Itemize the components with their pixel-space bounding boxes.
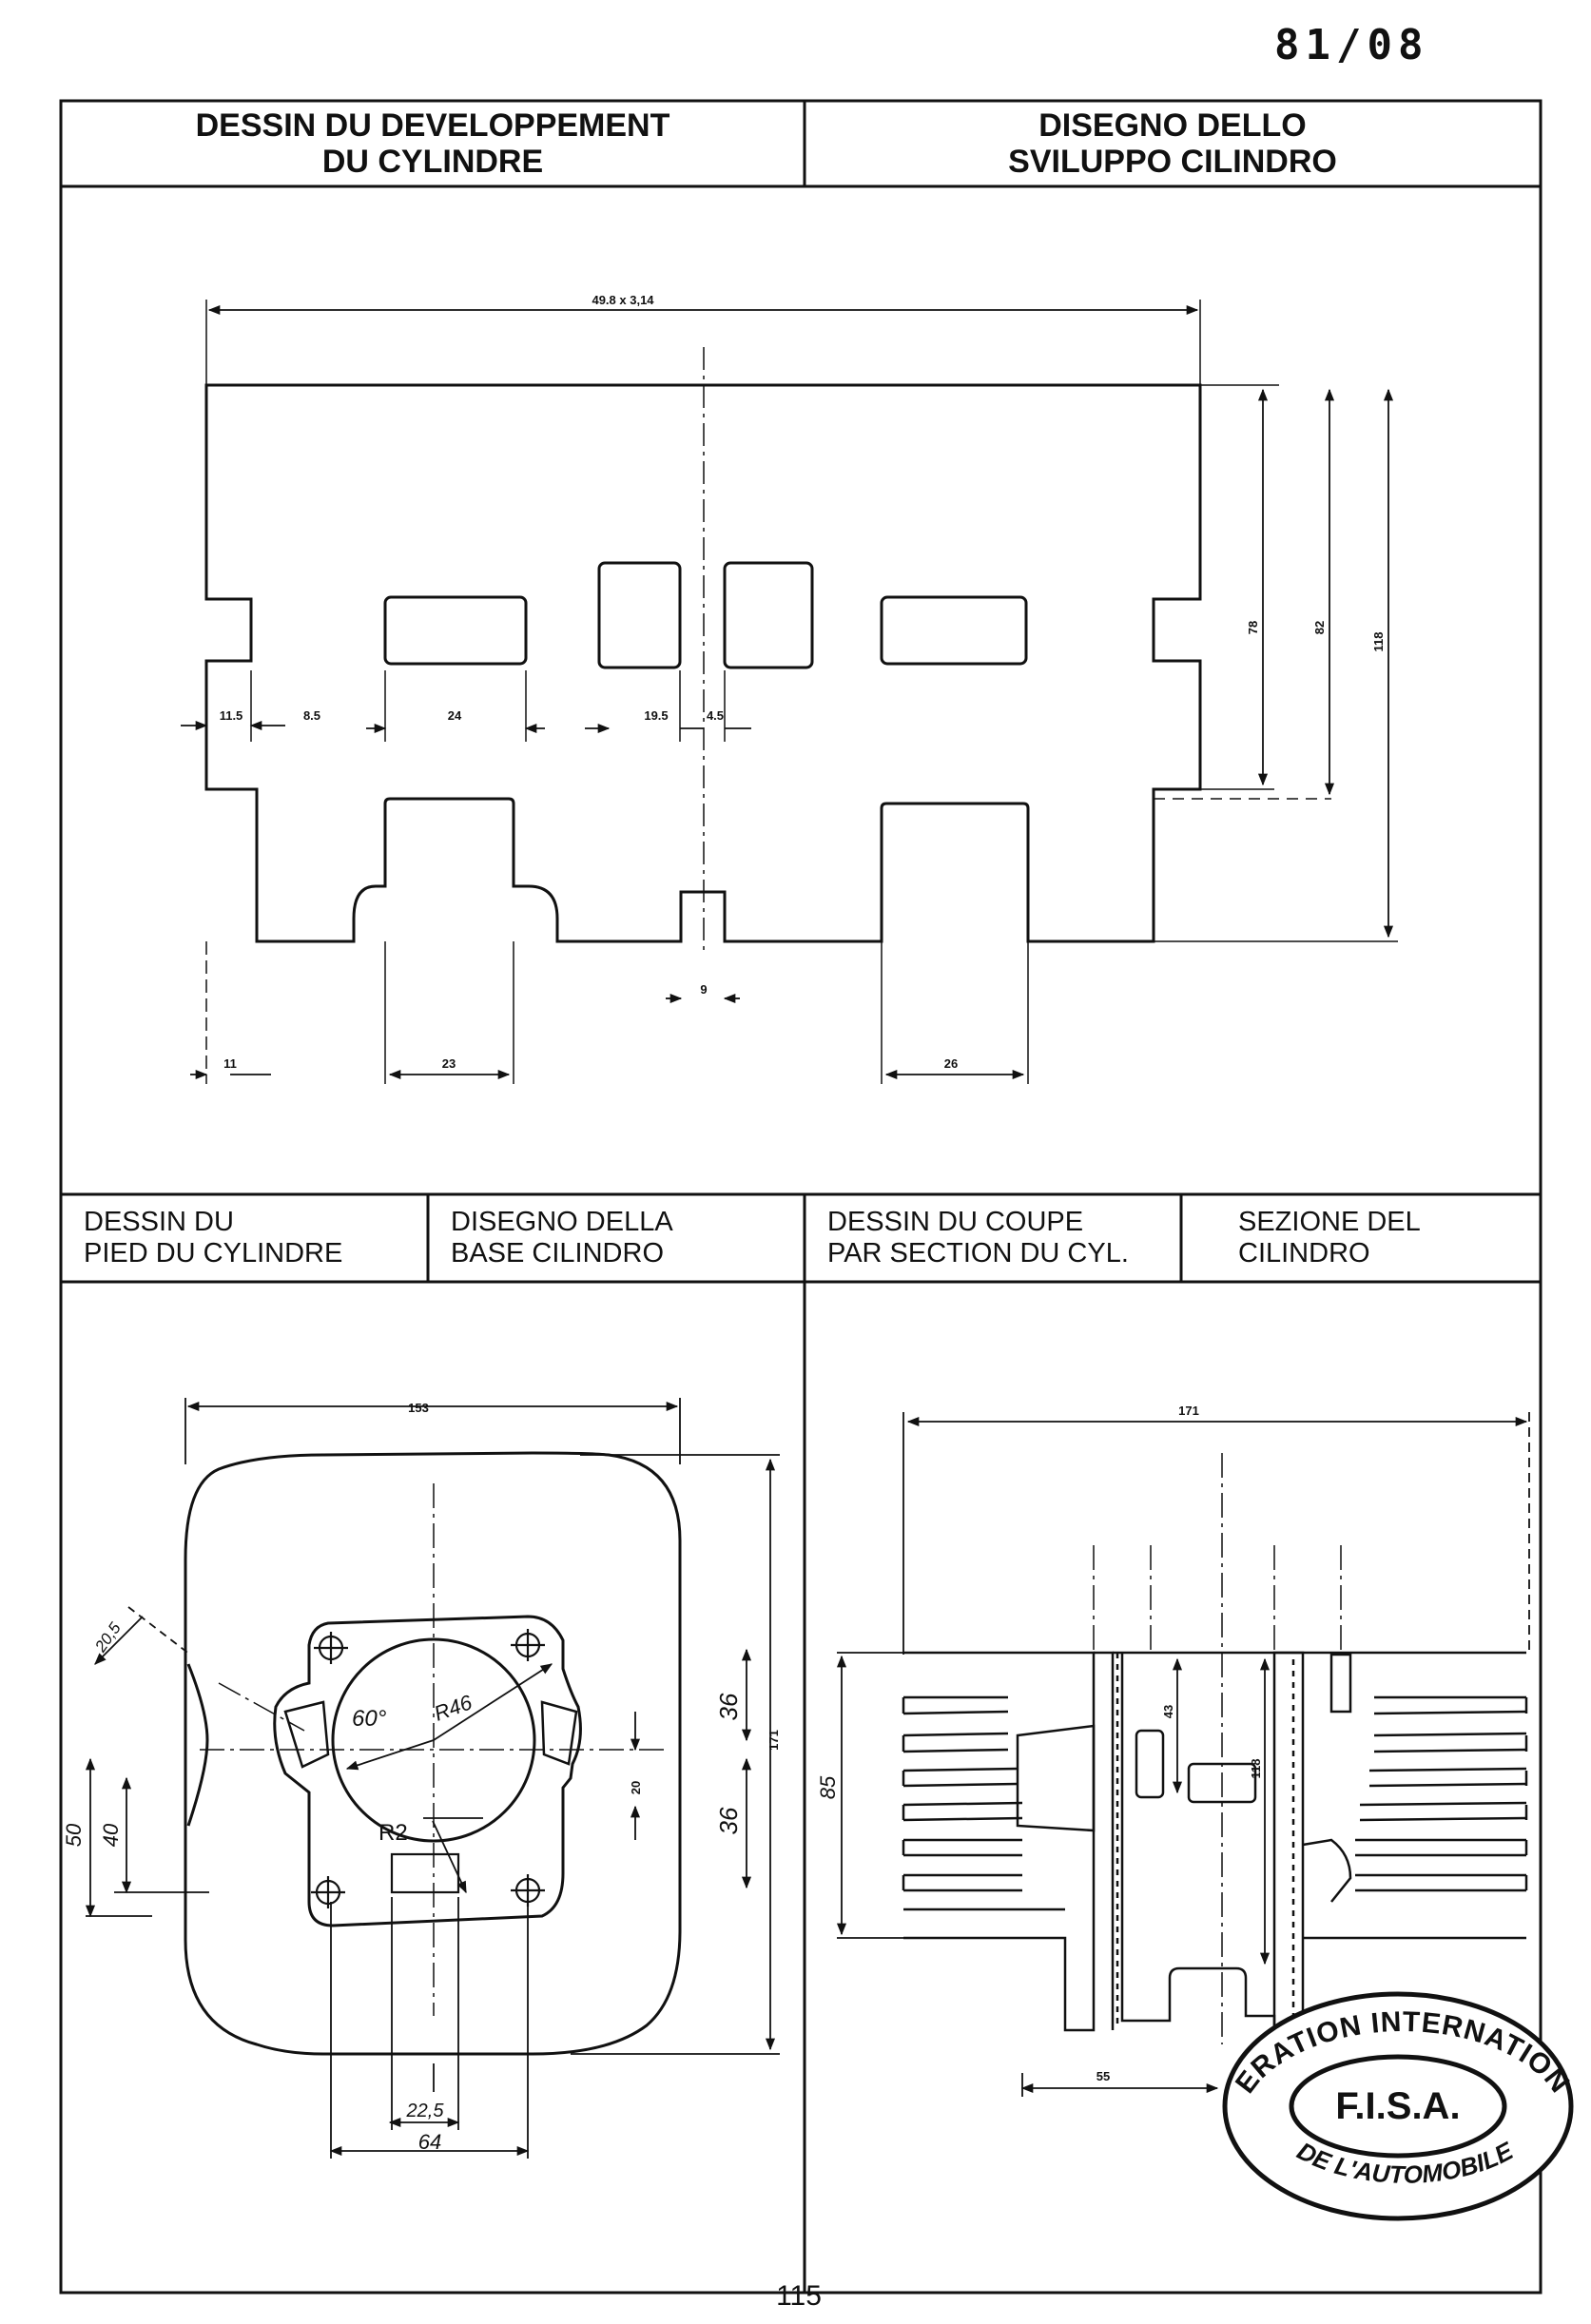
frame [59,99,1542,2295]
cooling-fins-left [902,1651,1096,2032]
foot-dim-64: 64 [418,2130,441,2154]
dim-8-5: 8.5 [303,708,320,723]
port-window-4 [880,595,1028,666]
dim-19-5: 19.5 [644,708,668,723]
dim-total-width: 49.8 x 3,14 [592,293,654,307]
dim-11: 11 [223,1056,237,1071]
foot-dim-20: 20 [629,1781,643,1794]
dim-23: 23 [442,1056,456,1071]
cylinder-section-drawing [836,1412,1530,2097]
foot-dim-153: 153 [408,1401,429,1415]
header-left-line2: DU CYLINDRE [321,144,544,180]
foot-dim-50: 50 [62,1823,86,1847]
foot-dim-40: 40 [99,1823,123,1847]
development-dimension-labels: 49.8 x 3,14 11.5 8.5 24 19.5 4.5 78 82 1… [220,293,1386,1071]
foot-outer-outline [184,1451,682,2056]
foot-r2: R2 [378,1820,408,1846]
cooling-fins-right [1303,1651,1528,1940]
header-left-line1: DESSIN DU DEVELOPPEMENT [195,107,670,144]
foot-flange-outline [273,1615,582,1927]
section-fr-line1: DESSIN DU COUPE [827,1207,1084,1237]
dim-11-5: 11.5 [220,708,243,723]
dim-24: 24 [448,708,462,723]
port-window-2 [597,561,682,669]
section-dim-118: 118 [1249,1759,1263,1779]
foot-dim-36-top: 36 [714,1693,743,1720]
dim-26: 26 [944,1056,958,1071]
dim-78: 78 [1246,621,1260,634]
foot-angle: 60° [352,1706,387,1732]
dim-4-5: 4.5 [707,708,724,723]
header-right-line1: DISEGNO DELLO [1038,107,1307,144]
stamp-top-arc: FEDERATION INTERNATIONALE [0,0,1575,2100]
header-right-line2: SVILUPPO CILINDRO [1008,144,1337,180]
section-it-line2: CILINDRO [1238,1238,1370,1269]
document-number: 81/08 [1274,21,1429,69]
cylinder-foot-drawing [85,1398,780,2159]
stamp-center: F.I.S.A. [1335,2085,1460,2127]
section-dim-85: 85 [816,1775,840,1799]
dim-82: 82 [1312,621,1327,634]
port-window-3 [723,561,814,669]
foot-it-line2: BASE CILINDRO [451,1238,664,1269]
cylinder-development-drawing [181,300,1398,1084]
dim-9: 9 [700,982,707,997]
foot-dim-22-5: 22,5 [406,2101,445,2121]
section-dim-171: 171 [1178,1404,1199,1418]
bore-circle [331,1637,536,1843]
foot-fr-line1: DESSIN DU [84,1207,234,1237]
section-dim-43: 43 [1161,1705,1175,1718]
foot-dim-20-5: 20,5 [91,1618,125,1656]
foot-it-line1: DISEGNO DELLA [451,1207,673,1237]
dim-118: 118 [1371,632,1386,652]
section-dim-55: 55 [1096,2069,1110,2083]
foot-radius: R46 [431,1690,475,1726]
fisa-stamp: FEDERATION INTERNATIONALE F.I.S.A. DE L'… [0,0,1575,2221]
foot-dim-171: 171 [766,1730,781,1751]
section-dimension-labels: 171 43 118 85 55 [816,1404,1263,2083]
foot-fr-line2: PIED DU CYLINDRE [84,1238,343,1269]
page-number: 115 [776,2280,822,2312]
foot-dimension-labels: 153 171 36 36 20 20,5 50 40 60° R46 R2 2… [62,1401,781,2154]
section-fr-line2: PAR SECTION DU CYL. [827,1238,1129,1269]
development-outline [204,383,1202,943]
port-window-1 [383,595,528,666]
section-it-line1: SEZIONE DEL [1238,1207,1421,1237]
foot-dim-36-bottom: 36 [714,1807,743,1834]
